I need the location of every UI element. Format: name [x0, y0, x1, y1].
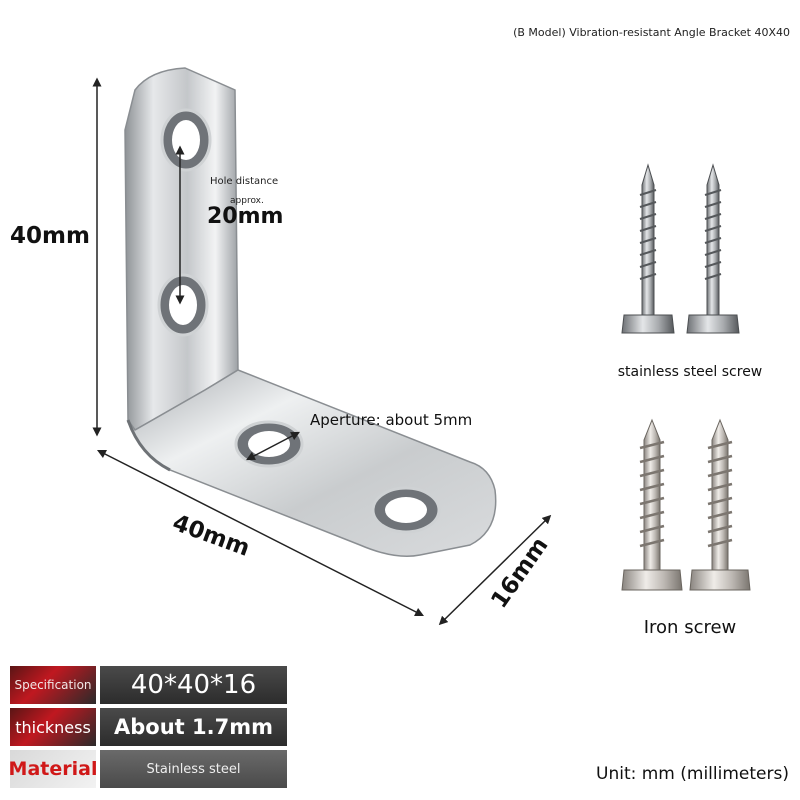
spec-row: Specification 40*40*16: [10, 666, 287, 704]
spec-key: Specification: [10, 666, 96, 704]
unit-label: Unit: mm (millimeters): [596, 764, 789, 784]
stainless-screw-icon: [621, 163, 740, 334]
spec-row: thickness About 1.7mm: [10, 708, 287, 746]
spec-key: Material: [9, 750, 97, 788]
stainless-screw-label: stainless steel screw: [617, 364, 763, 380]
spec-value: About 1.7mm: [100, 708, 287, 746]
aperture-label: Aperture: about 5mm: [310, 411, 473, 429]
iron-screw-label: Iron screw: [643, 617, 737, 638]
hole-distance-label: Hole distance: [210, 176, 279, 187]
hole-distance-qualifier: approx.: [230, 196, 264, 206]
dimension-arrow-icon: [92, 77, 552, 626]
spec-row: Material Stainless steel: [9, 750, 287, 788]
spec-value: Stainless steel: [100, 750, 287, 788]
spec-table: Specification 40*40*16 thickness About 1…: [9, 666, 287, 788]
spec-value: 40*40*16: [100, 666, 287, 704]
spec-key: thickness: [10, 708, 96, 746]
product-title: (B Model) Vibration-resistant Angle Brac…: [513, 26, 790, 39]
angle-bracket-icon: [124, 67, 497, 557]
hole-distance-value: 20mm: [207, 204, 284, 229]
iron-screw-icon: [621, 418, 751, 591]
vertical-length-label: 40mm: [10, 223, 90, 249]
